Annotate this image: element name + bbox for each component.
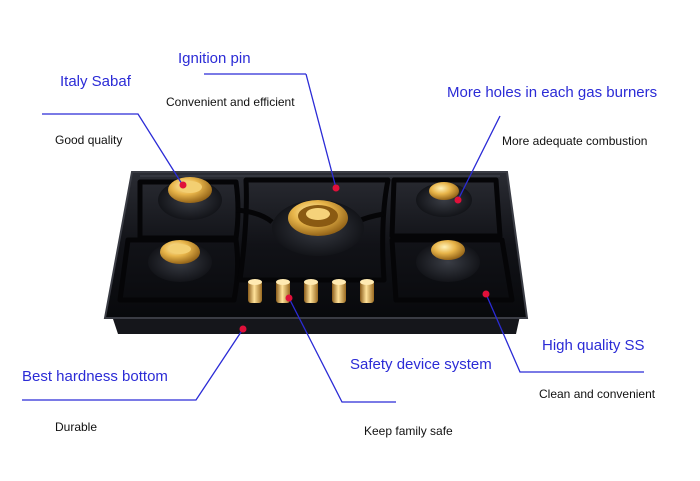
callout-title-safety-device: Safety device system [350, 356, 492, 373]
leader-more-holes [457, 115, 501, 201]
knob-3 [304, 279, 318, 303]
callout-title-more-holes: More holes in each gas burners [447, 84, 658, 101]
burner-bottom-left [148, 240, 212, 282]
dot-italy-sabaf [179, 181, 187, 189]
dot-more-holes [454, 196, 462, 204]
callout-title-high-quality-ss: High quality SS [542, 337, 645, 354]
pan-support-grates [117, 177, 515, 303]
burner-top-left [158, 177, 222, 220]
callout-subtitle-italy-sabaf: Good quality [55, 133, 123, 147]
dot-safety-device [285, 294, 293, 302]
leader-safety-device [288, 297, 396, 403]
leader-lines [22, 73, 644, 403]
burner-center-large [272, 200, 364, 256]
knob-4 [332, 279, 346, 303]
leader-best-hardness [22, 328, 244, 401]
callout-title-best-hardness: Best hardness bottom [22, 368, 168, 385]
dot-ignition-pin [332, 184, 340, 192]
cooktop-bottom-tray [112, 316, 520, 334]
callout-title-ignition-pin: Ignition pin [178, 50, 251, 67]
knob-5 [360, 279, 374, 303]
control-knobs [248, 279, 374, 303]
callout-subtitle-best-hardness: Durable [55, 420, 98, 434]
callout-subtitle-safety-device: Keep family safe [364, 424, 453, 438]
leader-ignition-pin [204, 73, 337, 189]
callout-subtitle-ignition-pin: Convenient and efficient [166, 95, 295, 109]
pointer-dots [179, 181, 490, 333]
leader-italy-sabaf [42, 113, 183, 185]
callout-subtitle-high-quality-ss: Clean and convenient [539, 387, 656, 401]
dot-high-quality-ss [482, 290, 490, 298]
dot-best-hardness [239, 325, 247, 333]
callout-title-italy-sabaf: Italy Sabaf [60, 73, 131, 90]
callout-subtitle-more-holes: More adequate combustion [502, 134, 648, 148]
knob-1 [248, 279, 262, 303]
burner-top-right [416, 182, 472, 217]
burner-bottom-right [416, 240, 480, 282]
leader-high-quality-ss [485, 293, 644, 373]
